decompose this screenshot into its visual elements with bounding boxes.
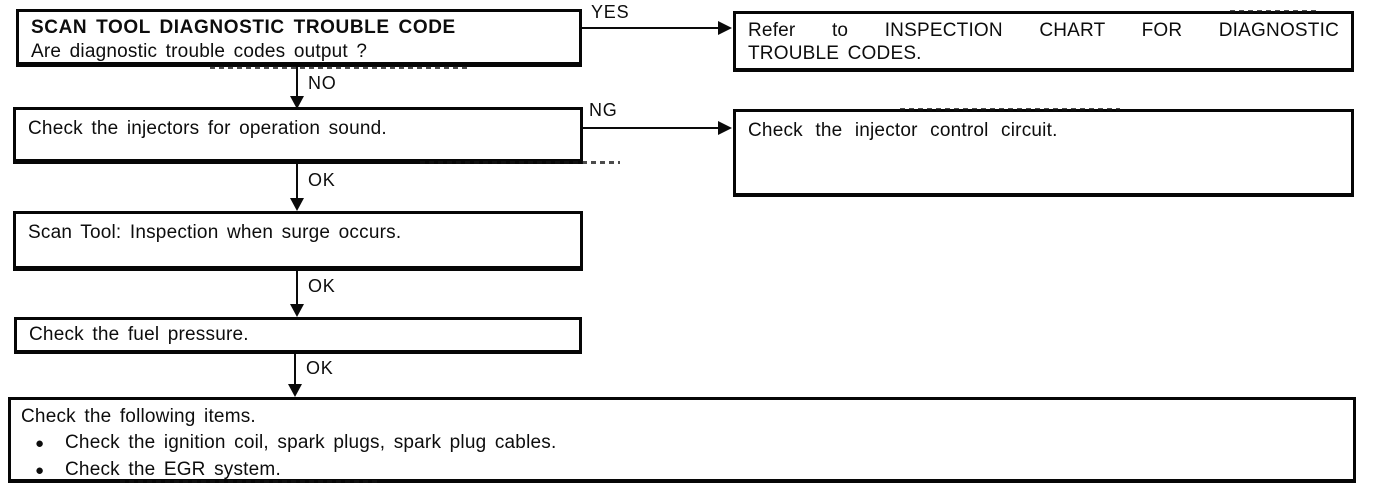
ok2-connector-line xyxy=(296,271,298,305)
final-checks-heading: Check the following items. xyxy=(21,406,256,427)
ng-connector-line xyxy=(583,127,720,129)
no-arrowhead-icon xyxy=(290,96,304,109)
label-ok-1: OK xyxy=(308,170,336,190)
label-yes: YES xyxy=(591,2,630,22)
list-item: ● Check the ignition coil, spark plugs, … xyxy=(21,430,1343,457)
scan-noise xyxy=(1230,10,1320,13)
node-check-injector-circuit: Check the injector control circuit. xyxy=(733,109,1354,197)
yes-arrowhead-icon xyxy=(718,21,732,35)
scan-noise xyxy=(120,480,380,483)
label-ok-3: OK xyxy=(306,358,334,378)
ok1-connector-line xyxy=(296,164,298,199)
node-scan-tool-surge-text: Scan Tool: Inspection when surge occurs. xyxy=(28,222,402,243)
node-scan-tool-dtc-question: Are diagnostic trouble codes output ? xyxy=(31,41,368,62)
node-check-fuel-pressure: Check the fuel pressure. xyxy=(14,317,582,354)
node-check-injectors: Check the injectors for operation sound. xyxy=(13,107,583,164)
ok2-arrowhead-icon xyxy=(290,304,304,317)
node-check-fuel-pressure-text: Check the fuel pressure. xyxy=(29,324,249,345)
ok3-connector-line xyxy=(294,354,296,385)
node-check-injector-circuit-text: Check the injector control circuit. xyxy=(748,120,1058,141)
label-ok-2: OK xyxy=(308,276,336,296)
final-checks-bullet-2: Check the EGR system. xyxy=(65,459,281,480)
yes-connector-line xyxy=(582,27,720,29)
label-ng: NG xyxy=(589,100,618,120)
scan-noise xyxy=(210,66,470,69)
node-scan-tool-dtc-title: SCAN TOOL DIAGNOSTIC TROUBLE CODE xyxy=(31,17,456,38)
refer-chart-line1: Refer to INSPECTION CHART FOR DIAGNOSTIC xyxy=(748,20,1339,41)
bullet-icon: ● xyxy=(35,462,45,479)
ok1-arrowhead-icon xyxy=(290,198,304,211)
scan-noise xyxy=(900,108,1120,111)
ng-arrowhead-icon xyxy=(718,121,732,135)
node-scan-tool-surge: Scan Tool: Inspection when surge occurs. xyxy=(13,211,583,271)
ok3-arrowhead-icon xyxy=(288,384,302,397)
list-item: ● Check the EGR system. xyxy=(21,457,1343,484)
no-connector-line xyxy=(296,67,298,99)
final-checks-bullet-1: Check the ignition coil, spark plugs, sp… xyxy=(65,432,557,453)
node-check-following-items: Check the following items. ● Check the i… xyxy=(8,397,1356,483)
label-no: NO xyxy=(308,73,337,93)
node-check-injectors-text: Check the injectors for operation sound. xyxy=(28,118,387,139)
node-scan-tool-dtc: SCAN TOOL DIAGNOSTIC TROUBLE CODE Are di… xyxy=(16,9,582,67)
bullet-icon: ● xyxy=(35,435,45,452)
node-refer-inspection-chart: Refer to INSPECTION CHART FOR DIAGNOSTIC… xyxy=(733,11,1354,72)
scan-noise xyxy=(420,161,620,164)
refer-chart-line2: TROUBLE CODES. xyxy=(748,43,922,64)
